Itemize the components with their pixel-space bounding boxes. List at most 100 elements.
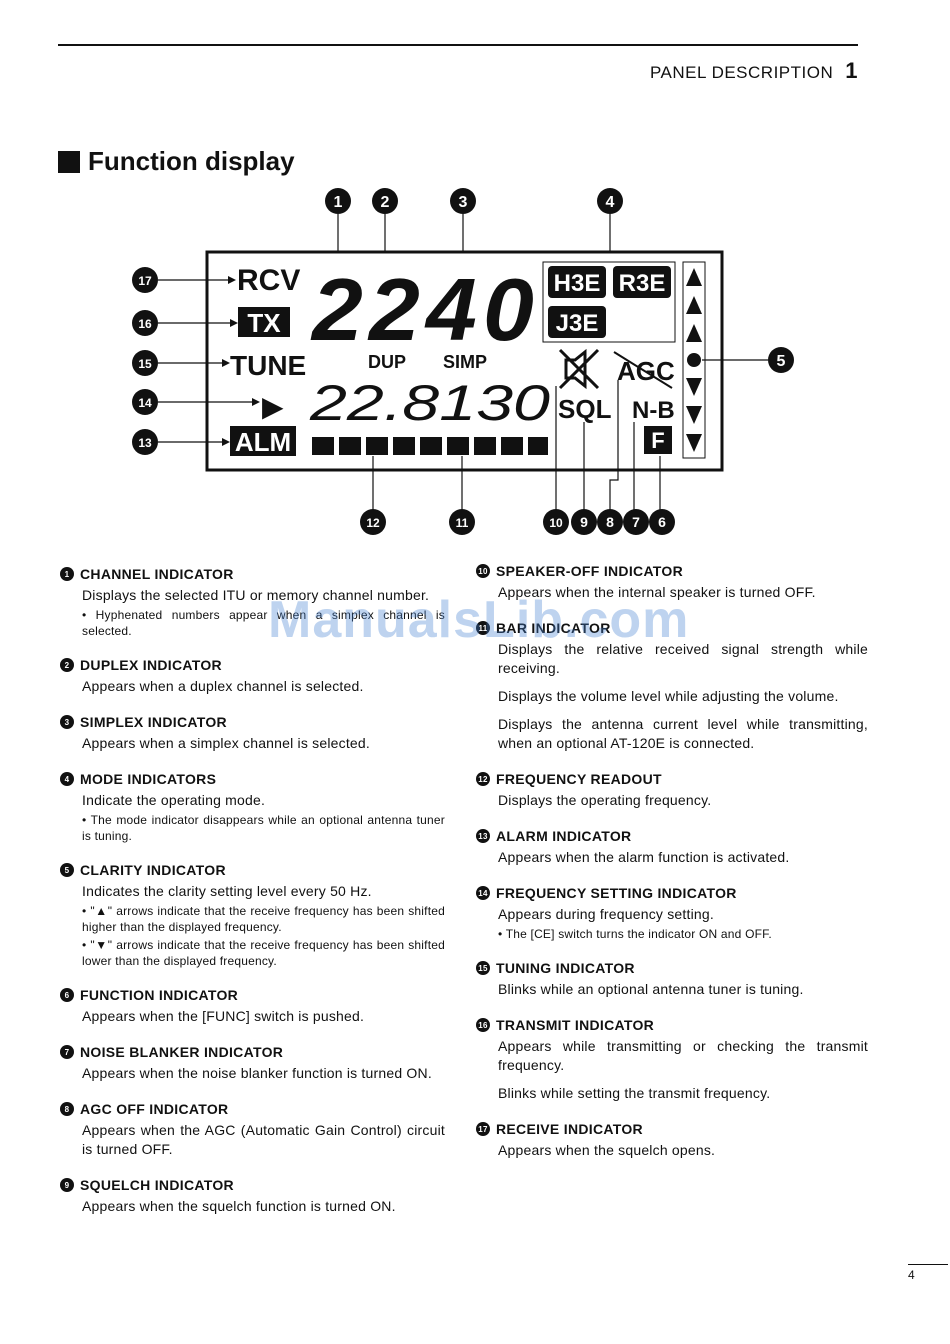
item-number-badge: 1: [60, 567, 74, 581]
indicator-description: Appears when the internal speaker is tur…: [498, 584, 816, 600]
title-square-icon: [58, 150, 80, 173]
indicator-title-text: RECEIVE INDICATOR: [496, 1121, 643, 1137]
callouts-left: 17 16 15 14 13: [132, 267, 260, 455]
item-number-badge: 11: [476, 621, 490, 635]
indicator-description: Appears when the squelch function is tur…: [82, 1198, 396, 1214]
header-section: PANEL DESCRIPTION: [649, 63, 834, 82]
indicator-item: 5 CLARITY INDICATOR Indicates the clarity …: [60, 862, 445, 969]
indicator-description: Blinks while an optional antenna tuner i…: [498, 981, 804, 997]
indicator-item: 2 DUPLEX INDICATOR Appears when a duplex c…: [60, 657, 445, 696]
h3e-box: [548, 266, 606, 298]
header-rule: [58, 44, 858, 46]
callout-15: 15: [138, 357, 152, 371]
callout-5: 5: [777, 353, 786, 370]
r3e-label: R3E: [619, 270, 666, 297]
r3e-box: [613, 266, 671, 298]
indicator-description: Appears when the squelch opens.: [498, 1142, 716, 1158]
alm-label: ALM: [235, 427, 291, 457]
indicator-title-text: SIMPLEX INDICATOR: [80, 714, 227, 730]
callout-14: 14: [138, 396, 152, 410]
indicator-title-text: CHANNEL INDICATOR: [80, 566, 234, 582]
indicator-title-text: FREQUENCY READOUT: [496, 771, 662, 787]
indicator-description: Appears when a duplex channel is selecte…: [82, 678, 364, 694]
indicator-title-text: BAR INDICATOR: [496, 620, 611, 636]
indicator-description: Displays the relative received signal st…: [498, 641, 868, 676]
indicator-title: 4 MODE INDICATORS: [60, 771, 445, 787]
indicator-title-text: SQUELCH INDICATOR: [80, 1177, 234, 1193]
f-label: F: [651, 428, 664, 453]
item-number-badge: 16: [476, 1018, 490, 1032]
indicator-description: Blinks while setting the transmit freque…: [498, 1085, 771, 1101]
item-number-badge: 6: [60, 988, 74, 1002]
callout-9: 9: [580, 514, 588, 530]
callout-3: 3: [459, 194, 468, 211]
indicator-description: Displays the volume level while adjustin…: [498, 688, 839, 704]
callout-2: 2: [381, 194, 390, 211]
indicator-title: 5 CLARITY INDICATOR: [60, 862, 445, 878]
frequency-readout: 22.8130: [309, 375, 551, 431]
indicator-description: Indicate the operating mode.: [82, 792, 266, 808]
indicator-description: Indicates the clarity setting level ever…: [82, 883, 372, 899]
indicator-title-text: TRANSMIT INDICATOR: [496, 1017, 655, 1033]
item-number-badge: 7: [60, 1045, 74, 1059]
indicator-note: • "▲" arrows indicate that the receive f…: [82, 904, 445, 934]
indicator-title-text: FUNCTION INDICATOR: [80, 987, 239, 1003]
indicator-title: 12 FREQUENCY READOUT: [476, 771, 868, 787]
callout-7: 7: [632, 514, 640, 530]
callout-13: 13: [138, 436, 152, 450]
callouts-top: 1 2 3 4: [325, 188, 623, 350]
callout-12: 12: [366, 516, 380, 530]
indicator-description: Appears when a simplex channel is select…: [82, 735, 370, 751]
indicator-item: 1 CHANNEL INDICATOR Displays the selected …: [60, 566, 445, 639]
indicator-title: 2 DUPLEX INDICATOR: [60, 657, 445, 673]
indicator-title-text: MODE INDICATORS: [80, 771, 217, 787]
page-number-rule: [908, 1264, 948, 1265]
dup-label: DUP: [368, 352, 406, 372]
callout-11: 11: [456, 516, 469, 530]
indicator-item: 11 BAR INDICATOR Displays the relative rec…: [476, 620, 868, 753]
item-number-badge: 12: [476, 772, 490, 786]
item-number-badge: 13: [476, 829, 490, 843]
section-title: Function display: [58, 146, 295, 177]
item-number-badge: 4: [60, 772, 74, 786]
indicator-title-text: DUPLEX INDICATOR: [80, 657, 222, 673]
item-number-badge: 5: [60, 863, 74, 877]
left-column: 1 CHANNEL INDICATOR Displays the selected …: [60, 566, 445, 1234]
indicator-note: • "▼" arrows indicate that the receive f…: [82, 938, 445, 968]
indicator-description: Appears when the [FUNC] switch is pushed…: [82, 1008, 365, 1024]
indicator-title-text: SPEAKER-OFF INDICATOR: [496, 563, 684, 579]
indicator-title-text: CLARITY INDICATOR: [80, 862, 226, 878]
indicator-title: 1 CHANNEL INDICATOR: [60, 566, 445, 582]
channel-digits: 2240: [310, 260, 540, 359]
j3e-label: J3E: [556, 310, 599, 337]
indicator-description: Displays the antenna current level while…: [498, 716, 868, 751]
indicator-description: Appears when the AGC (Automatic Gain Con…: [82, 1122, 445, 1157]
page-number: 4: [908, 1268, 915, 1282]
item-number-badge: 2: [60, 658, 74, 672]
callout-1: 1: [334, 194, 343, 211]
alm-box: [230, 426, 296, 456]
indicator-title: 16 TRANSMIT INDICATOR: [476, 1017, 868, 1033]
indicator-description: Appears during frequency setting.: [498, 906, 714, 922]
watermark: ManualsLib.com: [268, 591, 690, 649]
header-chapter-number: 1: [845, 58, 858, 83]
j3e-box: [548, 306, 606, 338]
indicator-title: 11 BAR INDICATOR: [476, 620, 868, 636]
indicator-description: Displays the selected ITU or memory chan…: [82, 587, 430, 603]
indicator-item: 4 MODE INDICATORS Indicate the operating m…: [60, 771, 445, 844]
callouts-bottom: 12 11 10 9 8 7 6: [360, 380, 675, 535]
nb-label: N-B: [632, 397, 675, 424]
indicator-description: Appears when the noise blanker function …: [82, 1065, 432, 1081]
indicator-title: 6 FUNCTION INDICATOR: [60, 987, 445, 1003]
